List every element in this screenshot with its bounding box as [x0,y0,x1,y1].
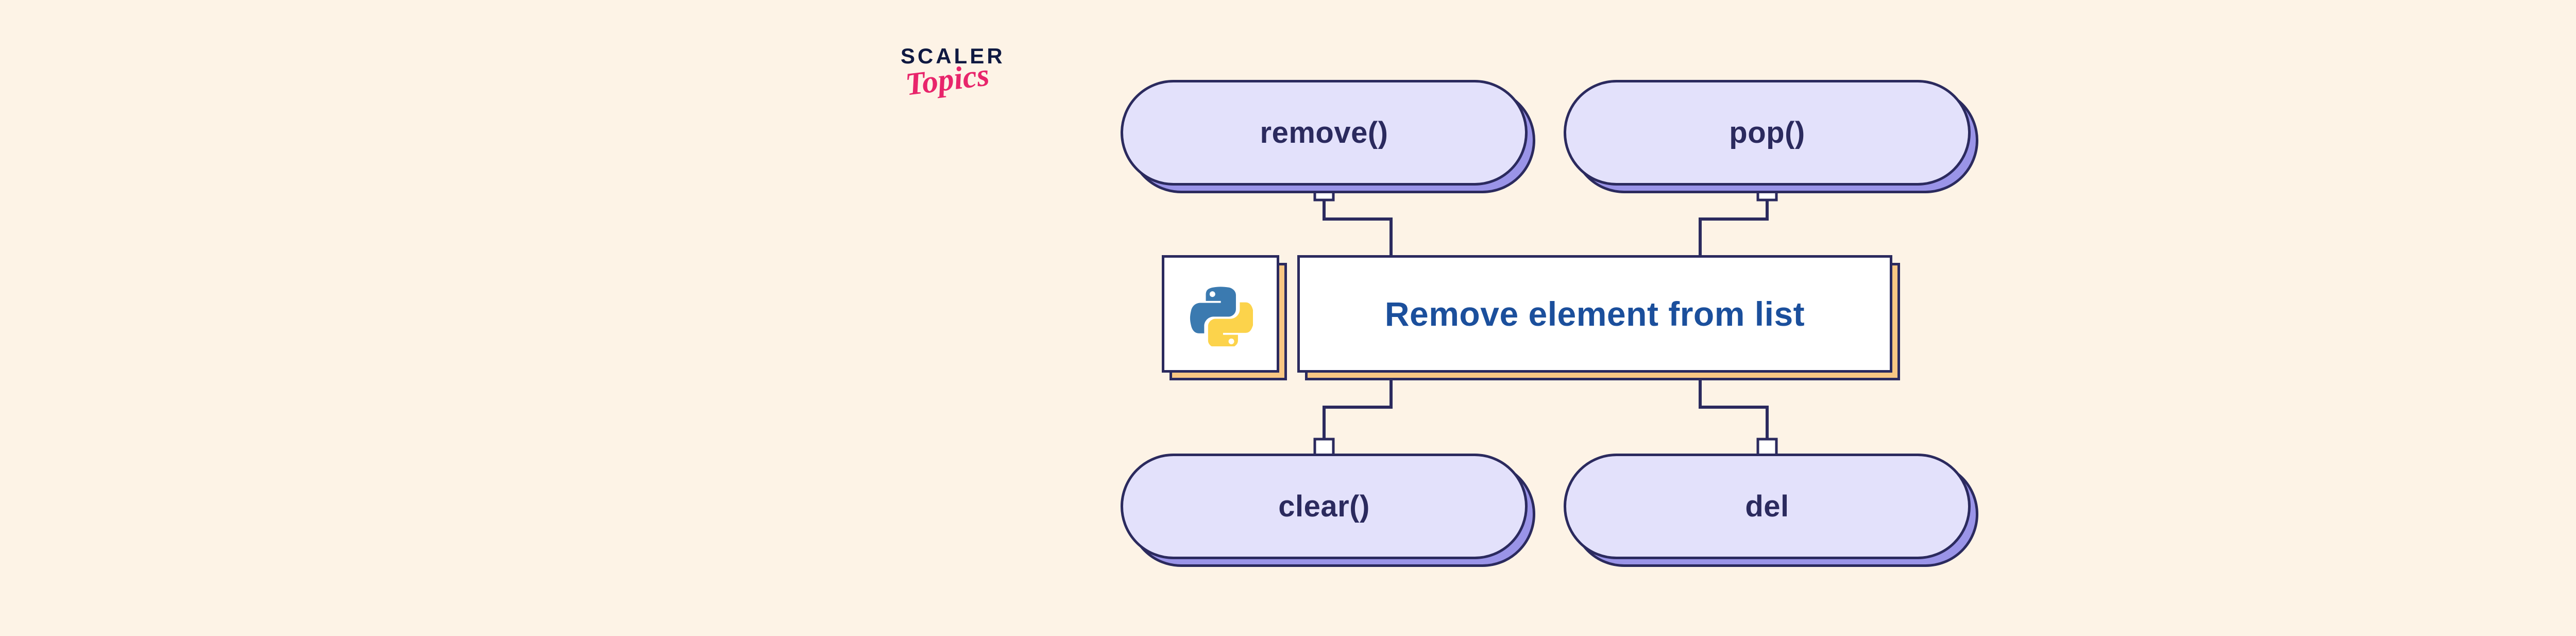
center-title-card: Remove element from list [1297,255,1892,373]
center-title-label: Remove element from list [1384,295,1805,333]
node-remove-label: remove() [1260,116,1388,149]
edge-center-to-del [1699,372,1769,446]
node-del-label: del [1745,490,1789,523]
node-clear-label: clear() [1278,490,1370,523]
node-pop[interactable]: pop() [1564,80,1971,186]
edge-remove-to-center [1323,193,1393,256]
node-del[interactable]: del [1564,454,1971,559]
node-pop-label: pop() [1729,116,1805,149]
logo-scaler-text: SCALER [901,44,1005,68]
scaler-topics-logo: SCALER Topics [901,45,1035,123]
node-remove[interactable]: remove() [1121,80,1528,186]
edge-center-to-clear [1323,372,1393,446]
python-icon-card [1162,255,1279,373]
edge-pop-to-center [1699,193,1769,256]
node-clear[interactable]: clear() [1121,454,1528,559]
